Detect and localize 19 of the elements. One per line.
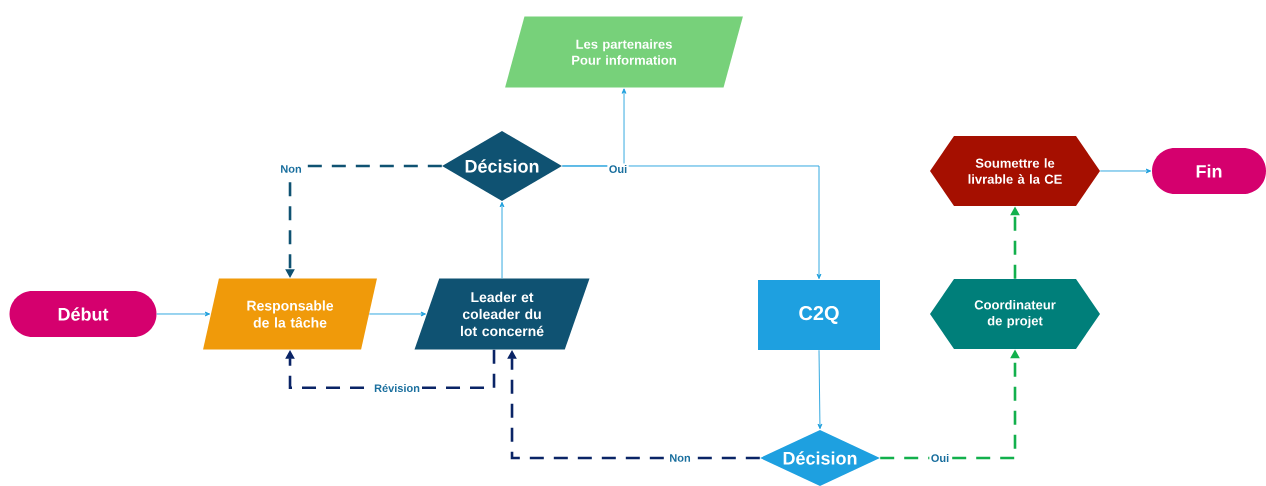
arrow (499, 201, 505, 279)
parallelogram-box: Responsable de la tâche (203, 278, 377, 350)
parallelogram-box: Les partenaires Pour information (505, 16, 743, 88)
hexagon-box: Coordinateur de projet (930, 279, 1100, 349)
process-box: C2Q (758, 280, 880, 350)
hexagon-box: Soumettre le livrable à la CE (930, 136, 1100, 206)
arrow (817, 349, 823, 430)
arrow (156, 311, 211, 317)
edge-label: Oui (607, 163, 629, 175)
arrow (1099, 168, 1152, 174)
terminal-box: Début (9, 291, 157, 337)
parallelogram-box: Leader et coleader du lot concerné (414, 278, 590, 350)
edge-label: Oui (929, 452, 951, 464)
arrow (561, 165, 822, 280)
arrow (368, 311, 426, 317)
terminal-box: Fin (1152, 148, 1266, 194)
edge-label: Non (278, 163, 304, 175)
edge-label: Non (667, 452, 693, 464)
edge-label: Révision (372, 382, 422, 394)
